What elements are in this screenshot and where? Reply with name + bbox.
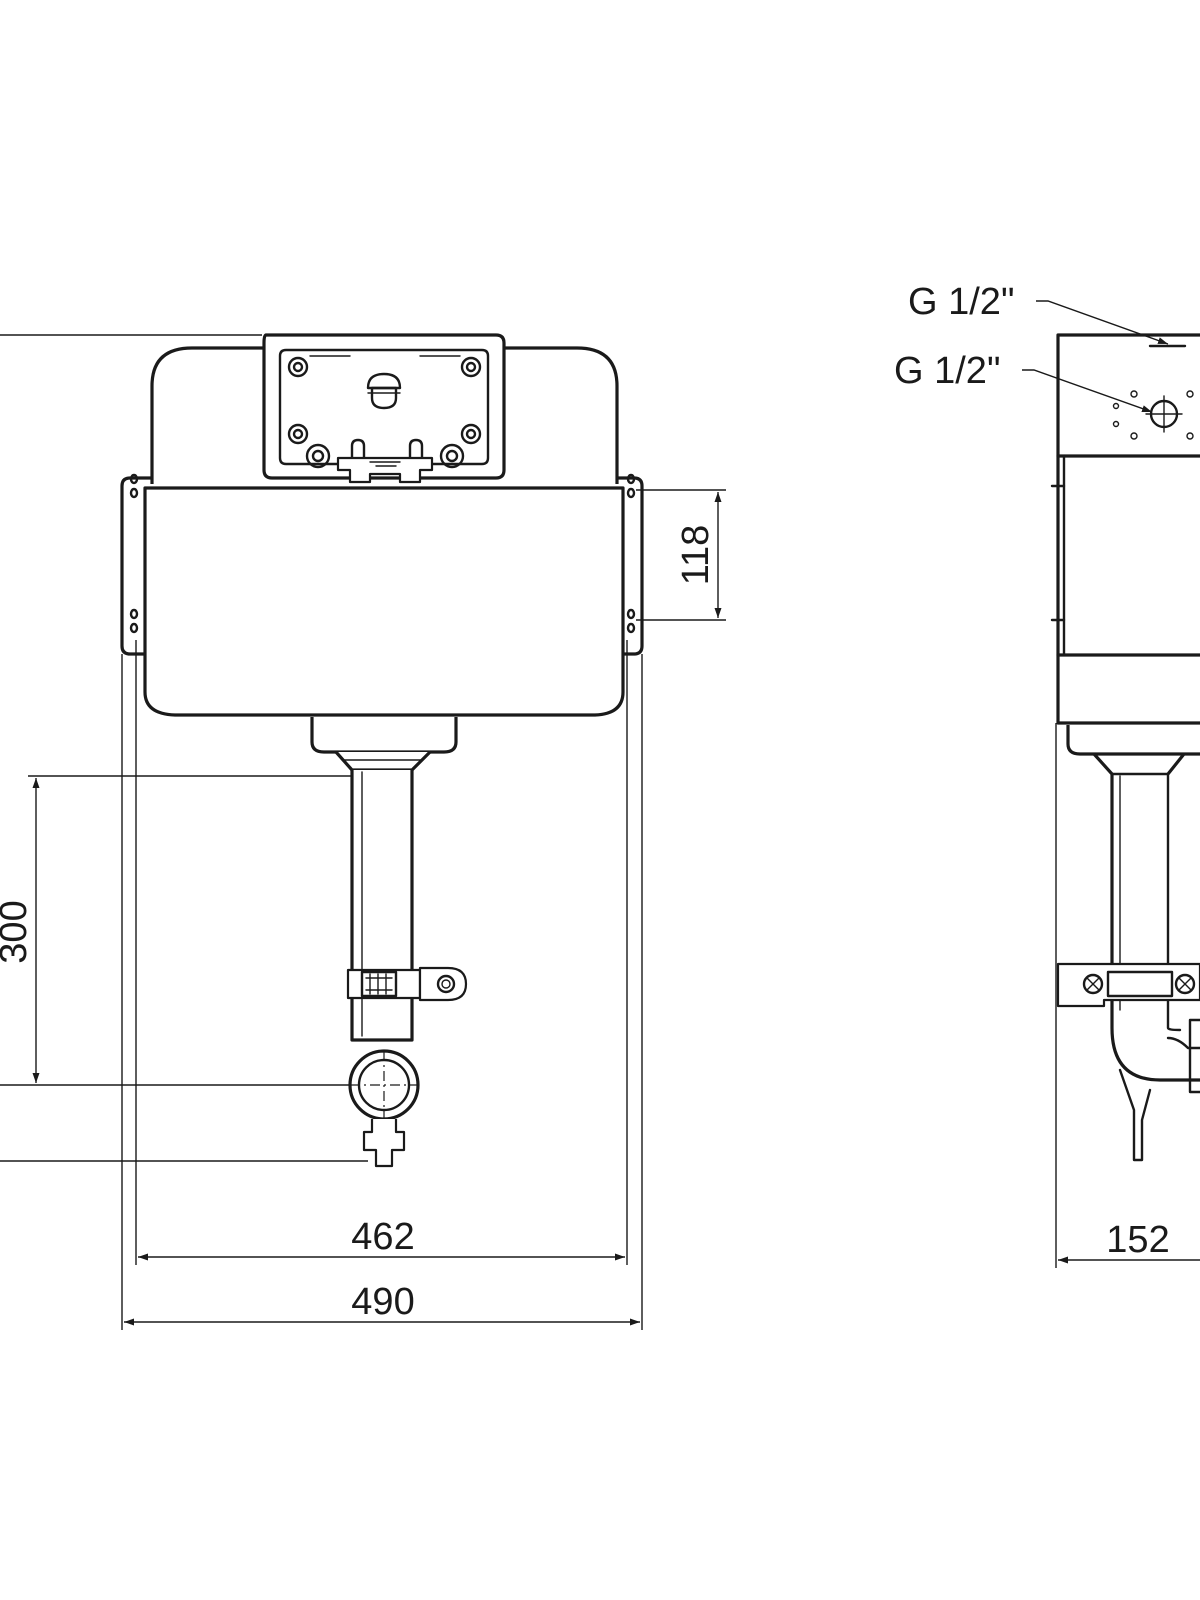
side-flush-pipe <box>1092 752 1200 1082</box>
front-view: 300 118 462 490 <box>0 333 726 1330</box>
side-pipe-clamp <box>1056 962 1200 1008</box>
side-view: 152 G 1/2" G 1/2" <box>894 281 1200 1268</box>
dim-width-outer: 490 <box>351 1281 414 1323</box>
label-inlet-top: G 1/2" <box>908 281 1014 323</box>
pipe-clamp <box>346 966 468 1002</box>
label-inlet-side: G 1/2" <box>894 350 1000 392</box>
bracket-screws <box>129 473 636 634</box>
hatch-screws <box>287 356 482 469</box>
flush-funnel <box>334 750 432 772</box>
side-tank-body <box>1056 333 1200 725</box>
dim-bracket-spacing: 118 <box>675 525 717 586</box>
dim-drain-height: 300 <box>0 900 35 963</box>
side-support-foot <box>1118 1068 1152 1162</box>
outlet-bend <box>348 1049 420 1168</box>
flush-pipe <box>350 770 414 1042</box>
valve-collar <box>310 717 458 754</box>
cistern-front-cover <box>143 486 625 717</box>
dim-depth: 152 <box>1106 1219 1169 1261</box>
dim-width-inner: 462 <box>351 1216 414 1258</box>
side-inlet <box>1112 390 1194 440</box>
side-valve-collar <box>1066 725 1200 756</box>
side-bracket <box>1056 454 1066 657</box>
service-hatch-frame <box>262 333 506 480</box>
service-hatch-inner <box>278 348 490 466</box>
mounting-bracket <box>120 476 644 656</box>
flush-valve-head <box>366 372 402 410</box>
hatch-lower-detail <box>336 438 434 484</box>
